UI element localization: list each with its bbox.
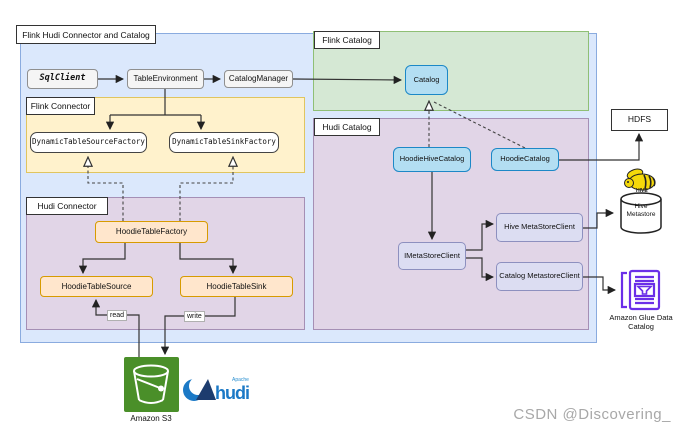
node-tableenvironment: TableEnvironment (127, 69, 204, 89)
hudi-logo: hudi Apache (183, 377, 250, 403)
node-hdfs: HDFS (611, 109, 668, 131)
node-hoodiecatalog: HoodieCatalog (491, 148, 559, 171)
hive-metastore-cylinder-icon (620, 192, 662, 234)
glue-data-catalog-icon (620, 269, 661, 311)
node-hoodietablesink: HoodieTableSink (180, 276, 293, 297)
label-hudi-connector: Hudi Connector (26, 197, 108, 215)
node-hoodietablefactory: HoodieTableFactory (95, 221, 208, 243)
hive-bee-icon: HIVE (624, 168, 656, 194)
s3-bucket-icon (124, 357, 179, 412)
label-flink-catalog: Flink Catalog (314, 31, 380, 49)
node-catalogmanager: CatalogManager (224, 70, 293, 88)
csdn-watermark: CSDN @Discovering_ (513, 406, 671, 423)
s3-label: Amazon S3 (130, 414, 172, 423)
glue-data-catalog-label: Amazon Glue Data Catalog (609, 313, 673, 332)
node-hoodiehivecatalog: HoodieHiveCatalog (393, 147, 471, 172)
diagram-title: Flink Hudi Connector and Catalog (16, 25, 156, 44)
hudi-logo-apache-text: Apache (232, 377, 249, 383)
label-flink-connector: Flink Connector (26, 97, 95, 115)
node-catalog-metastoreclient: Catalog MetastoreClient (496, 262, 583, 291)
node-hive-metastoreclient: Hive MetaStoreClient (496, 213, 583, 242)
edge-label-write: write (184, 311, 205, 322)
svg-text:HIVE: HIVE (636, 188, 648, 194)
hive-metastore-label: Hive Metastore (626, 203, 656, 219)
node-sqlclient: SqlClient (27, 69, 98, 89)
node-dynamictablesourcefactory: DynamicTableSourceFactory (30, 132, 147, 153)
node-dynamictablesinkfactory: DynamicTableSinkFactory (169, 132, 279, 153)
node-hoodietablesource: HoodieTableSource (40, 276, 153, 297)
label-hudi-catalog: Hudi Catalog (314, 118, 380, 136)
hudi-logo-text: hudi (215, 383, 249, 403)
node-imetastoreclient: IMetaStoreClient (398, 242, 466, 270)
node-catalog: Catalog (405, 65, 448, 95)
edge-label-read: read (107, 310, 128, 321)
